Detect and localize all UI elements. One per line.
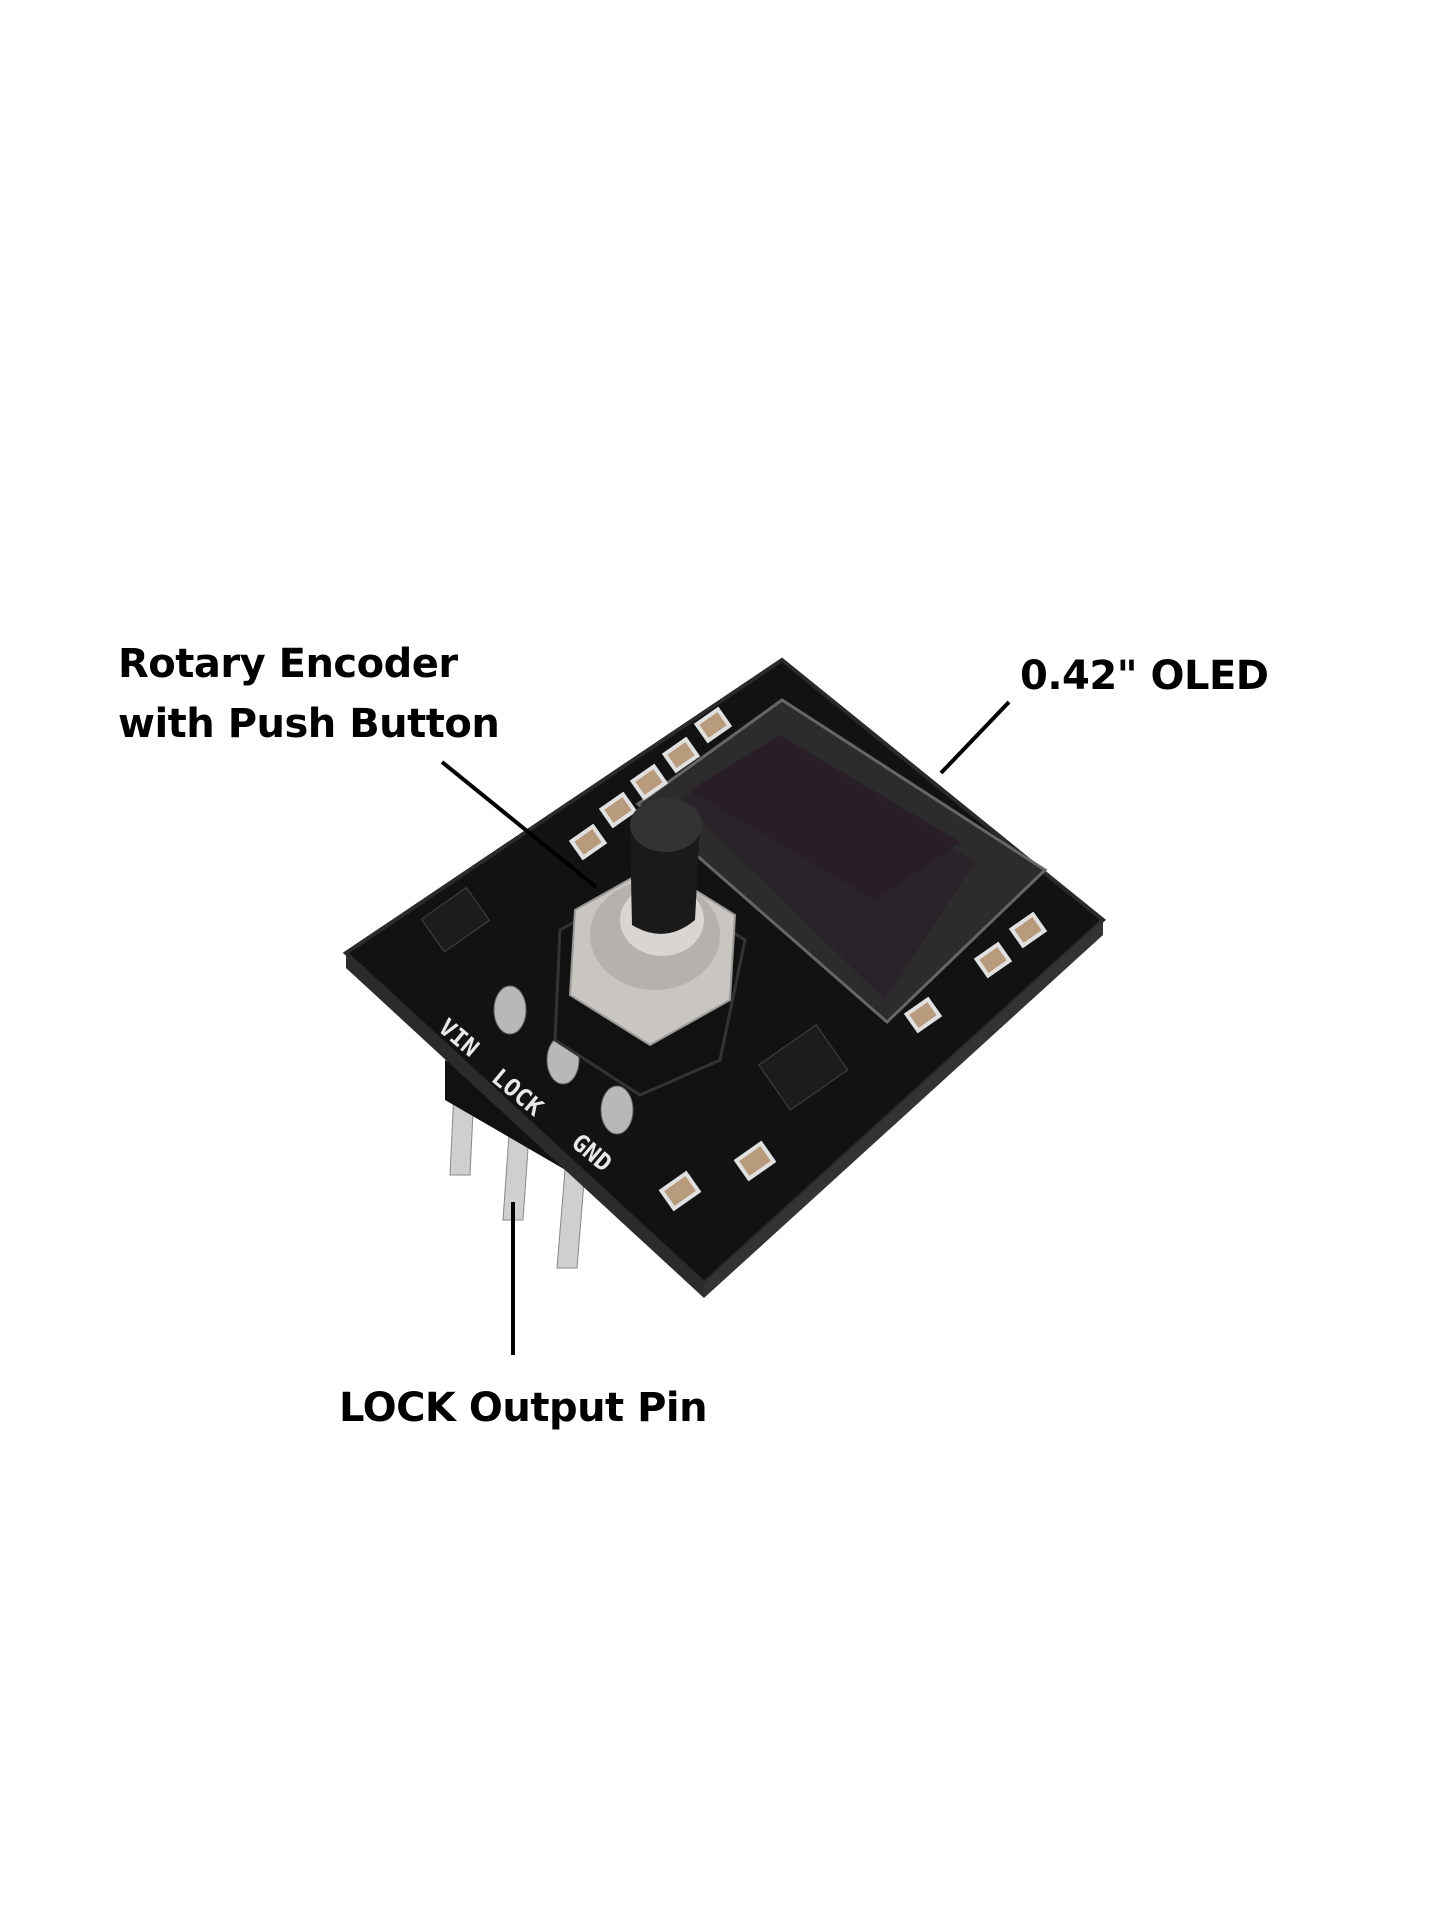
rotary-encoder (553, 798, 747, 1097)
encoder-callout-line1: Rotary Encoder (118, 641, 458, 687)
oled-display (635, 698, 1048, 1025)
oled-callout: 0.42" OLED (1020, 653, 1269, 699)
lock-pin-callout: LOCK Output Pin (339, 1385, 708, 1431)
encoder-leader-line (440, 760, 598, 889)
chip-regulator (758, 1024, 849, 1111)
knob-icon (630, 798, 702, 852)
encoder-callout: Rotary Encoder with Push Button (118, 634, 500, 754)
encoder-callout-line2: with Push Button (118, 701, 500, 747)
smd-components (568, 706, 1048, 1212)
oled-leader-line (939, 700, 1011, 775)
chip-transistor (420, 886, 491, 953)
